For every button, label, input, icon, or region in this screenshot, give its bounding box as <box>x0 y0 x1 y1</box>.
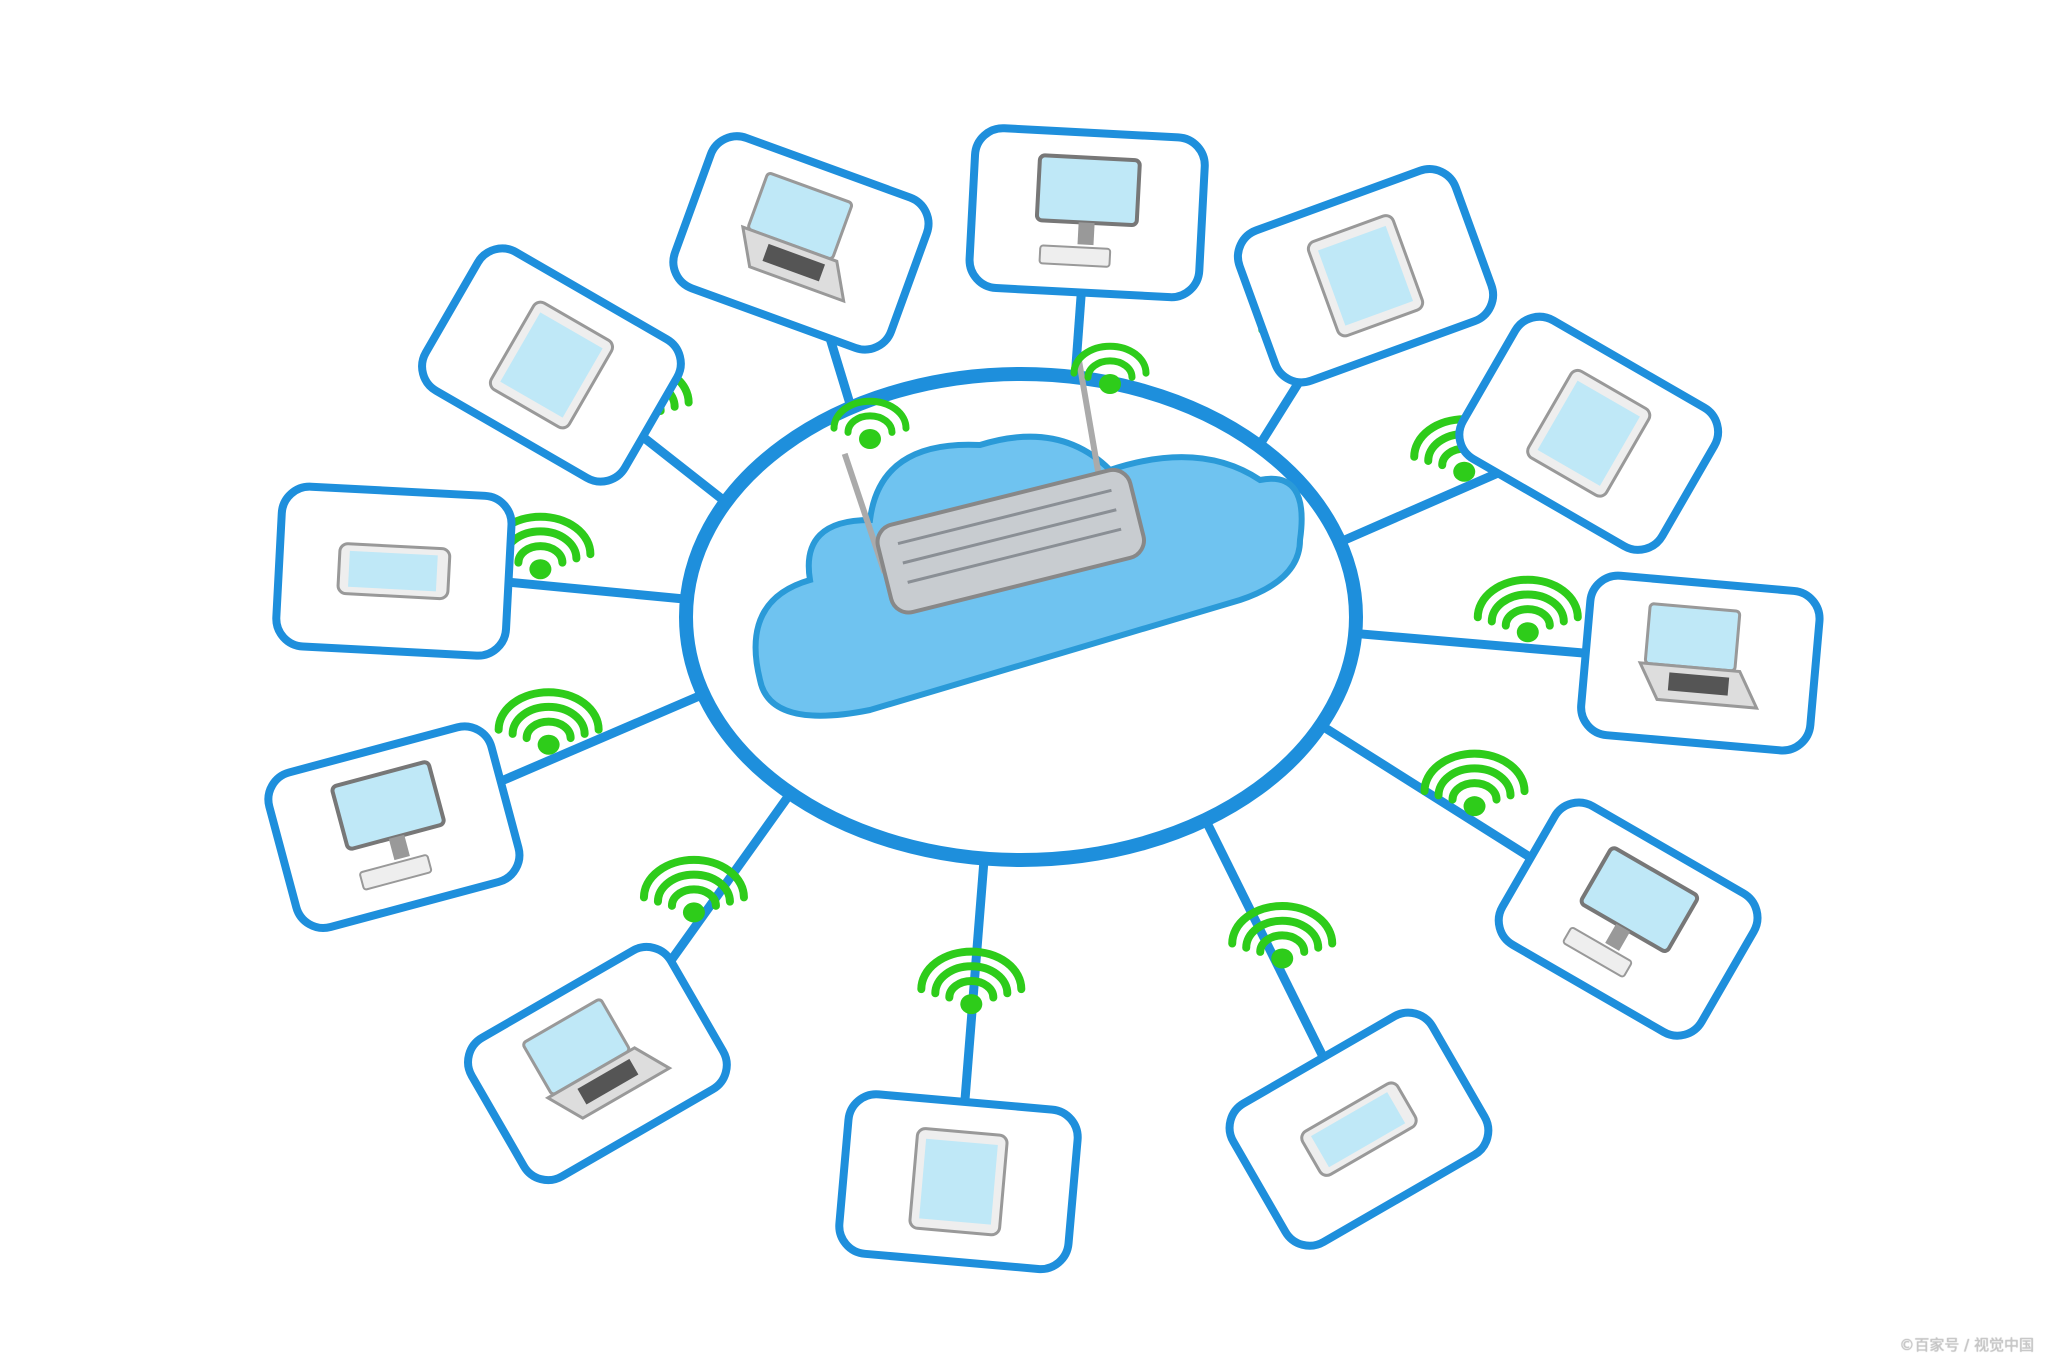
wifi-icon <box>1070 342 1150 394</box>
wifi-arc <box>945 977 998 1002</box>
router-icon <box>841 358 1146 615</box>
router-vent <box>897 488 1112 546</box>
router-antenna <box>1075 358 1105 494</box>
device-node <box>1577 571 1824 755</box>
wifi-arc <box>1070 342 1150 377</box>
wifi-arc <box>1434 764 1515 800</box>
wifi-icon <box>1420 749 1529 817</box>
router-body <box>875 467 1146 615</box>
tablet-screen <box>919 1138 998 1225</box>
keyboard <box>1562 927 1633 978</box>
wifi-arc <box>514 542 567 567</box>
device-node <box>464 942 731 1185</box>
wifi-arc <box>1242 916 1323 952</box>
wifi-arc <box>667 885 720 910</box>
wifi-arc <box>1228 902 1337 948</box>
wifi-dot <box>682 902 705 923</box>
device-node <box>1455 312 1723 554</box>
wifi-arc <box>653 870 734 906</box>
device-node <box>1233 165 1498 387</box>
monitor-stand <box>1077 222 1095 246</box>
wifi-dot <box>529 559 552 580</box>
tablet-screen <box>500 312 603 418</box>
laptop-icon <box>1637 602 1760 710</box>
monitor-stand <box>388 834 410 861</box>
tablet-icon <box>908 1127 1009 1237</box>
device-node <box>965 124 1209 302</box>
device-node <box>264 722 524 932</box>
wifi-icon <box>917 947 1026 1015</box>
wifi-arc <box>508 702 589 738</box>
wifi-icon <box>830 397 910 449</box>
laptop-icon <box>522 998 673 1120</box>
wifi-dot <box>1463 796 1486 817</box>
desktop-monitor-icon <box>1034 153 1142 268</box>
desktop-computer-icon <box>330 760 446 891</box>
phone-icon <box>1300 1081 1418 1177</box>
device-node <box>835 1090 1082 1274</box>
router-vent <box>907 527 1122 584</box>
wifi-dot <box>1453 461 1476 482</box>
wifi-arc <box>1487 590 1568 626</box>
wifi-arc <box>1501 605 1554 630</box>
monitor-stand <box>1605 923 1631 951</box>
device-node <box>1494 798 1762 1040</box>
device-node <box>1225 1008 1493 1250</box>
wifi-icon <box>639 855 748 923</box>
tablet-screen <box>1537 380 1640 486</box>
phone-screen <box>1310 1092 1406 1168</box>
tablet-icon <box>1306 214 1425 338</box>
laptop-keys <box>762 243 826 282</box>
tablet-icon <box>1526 368 1652 498</box>
device-node <box>669 132 933 354</box>
wifi-dot <box>1516 622 1539 643</box>
wifi-arc <box>917 947 1026 994</box>
wifi-dot <box>537 734 560 755</box>
device-node <box>418 244 685 486</box>
wifi-arc <box>1448 779 1501 804</box>
laptop-screen <box>1643 602 1742 673</box>
desktop-monitor-icon <box>1562 846 1700 978</box>
phone-icon <box>336 542 452 601</box>
tablet-screen <box>1318 225 1414 326</box>
wifi-dot <box>1271 948 1294 969</box>
monitor-screen <box>1034 153 1142 228</box>
phone-screen <box>348 550 438 592</box>
wifi-icon <box>1228 902 1337 969</box>
wifi-arc <box>639 855 748 902</box>
wifi-icon <box>1473 575 1582 643</box>
wifi-arc <box>494 688 603 734</box>
wifi-arc <box>931 962 1012 998</box>
monitor-screen <box>330 760 446 851</box>
wifi-icon <box>494 688 603 755</box>
laptop-icon <box>740 172 854 304</box>
laptop-keys <box>1667 672 1730 696</box>
keyboard <box>359 854 433 891</box>
wifi-dot <box>960 994 983 1015</box>
wifi-arc <box>1084 357 1136 381</box>
wifi-dot <box>1099 374 1121 394</box>
router-vent <box>902 508 1117 565</box>
wifi-arc <box>1473 575 1582 622</box>
wifi-arc <box>522 717 575 743</box>
laptop-keys <box>577 1058 639 1105</box>
wifi-arc <box>830 397 910 432</box>
keyboard <box>1038 244 1112 268</box>
wifi-arc <box>1420 749 1529 796</box>
device-node <box>272 482 516 660</box>
wifi-arc <box>1256 931 1309 956</box>
watermark: ©百家号 / 视觉中国 <box>1899 1336 2034 1354</box>
tablet-icon <box>488 300 615 430</box>
wifi-arc <box>844 412 896 436</box>
wifi-dot <box>859 429 881 449</box>
